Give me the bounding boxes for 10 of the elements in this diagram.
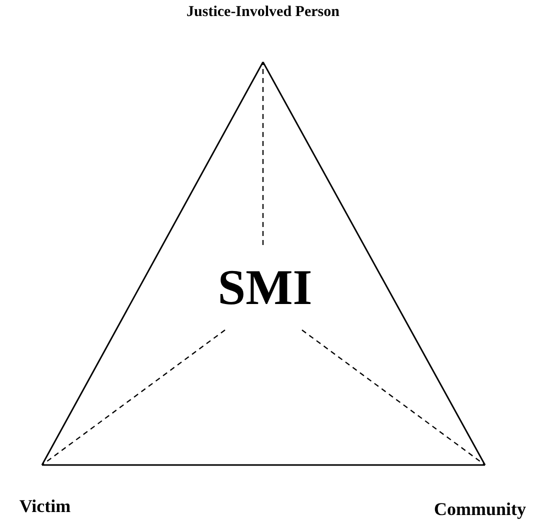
triangle-side (41, 62, 264, 466)
dashed-line (42, 330, 226, 466)
vertex-label: Victim (19, 497, 71, 517)
center-label: SMI (218, 260, 312, 315)
triangle-side (262, 62, 486, 466)
vertex-label: Justice-Involved Person (186, 4, 340, 20)
vertex-label: Community (434, 500, 526, 520)
dashed-line (262, 62, 264, 245)
dashed-line (302, 330, 486, 466)
triangle-side (42, 464, 485, 466)
